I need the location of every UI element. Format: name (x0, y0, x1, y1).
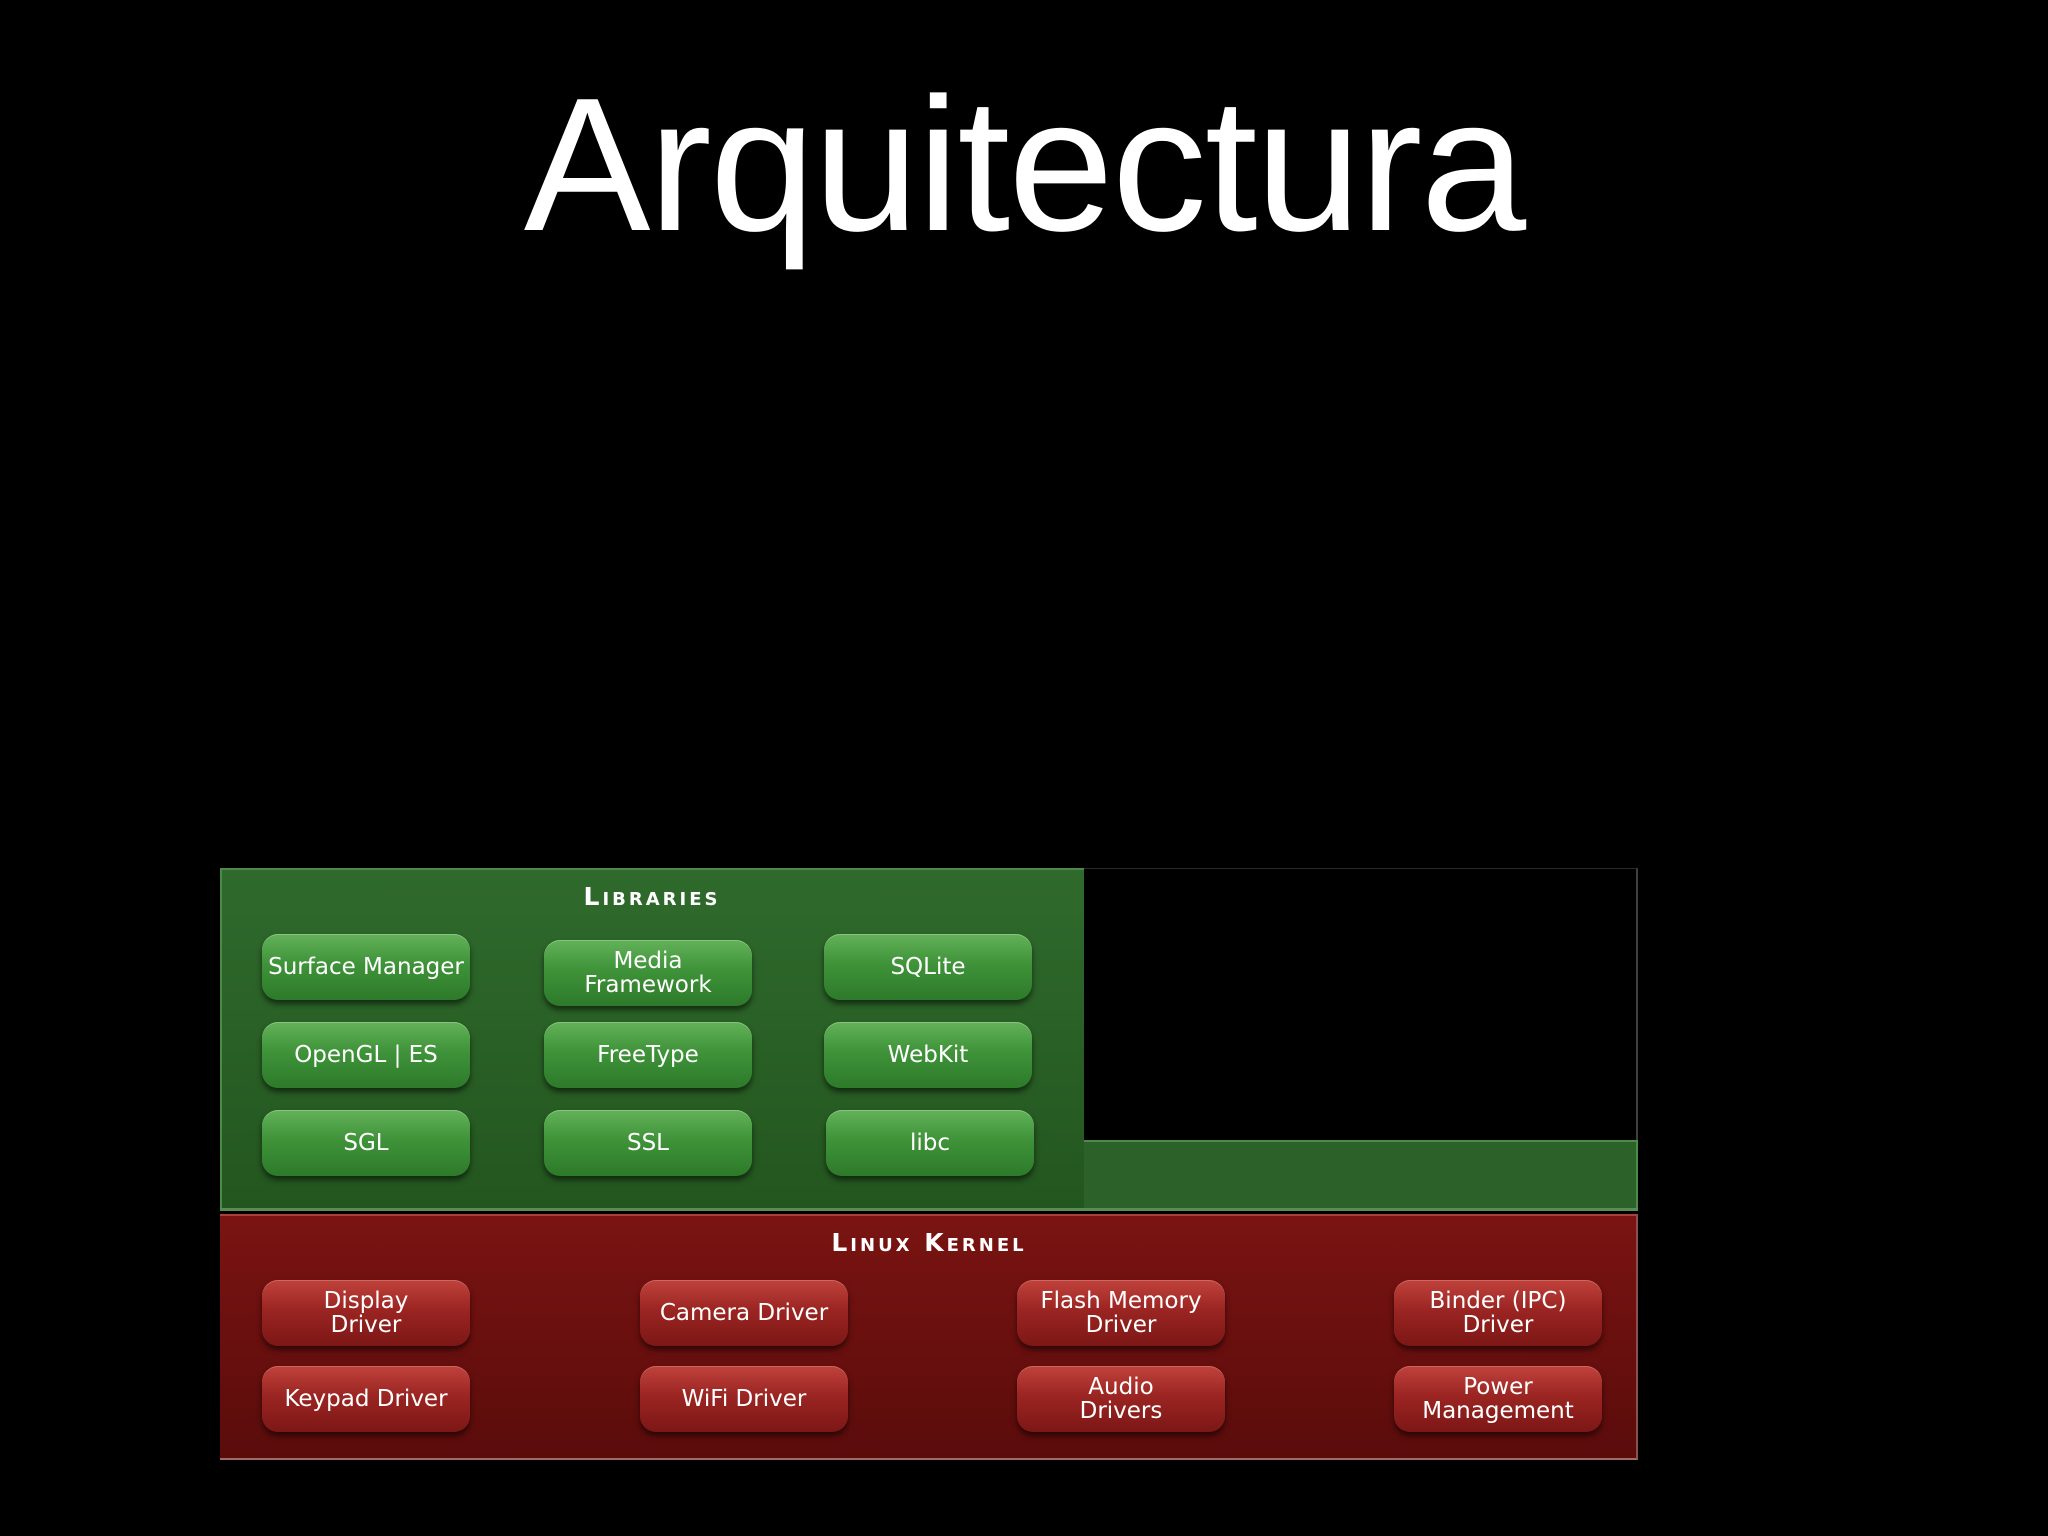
architecture-diagram: Libraries Surface Manager Media Framewor… (220, 868, 1638, 1460)
kernel-camera-driver: Camera Driver (640, 1280, 848, 1346)
libraries-layer-extension (1084, 1140, 1638, 1210)
library-sqlite: SQLite (824, 934, 1032, 1000)
library-surface-manager: Surface Manager (262, 934, 470, 1000)
library-webkit: WebKit (824, 1022, 1032, 1088)
kernel-keypad-driver: Keypad Driver (262, 1366, 470, 1432)
libraries-heading: Libraries (583, 882, 721, 911)
slide-title: Arquitectura (523, 59, 1526, 271)
library-ssl: SSL (544, 1110, 752, 1176)
linux-kernel-layer: Linux Kernel Display Driver Camera Drive… (220, 1214, 1638, 1460)
layer-divider (220, 1208, 1638, 1211)
kernel-power-management: Power Management (1394, 1366, 1602, 1432)
library-libc: libc (826, 1110, 1034, 1176)
kernel-wifi-driver: WiFi Driver (640, 1366, 848, 1432)
kernel-audio-drivers: Audio Drivers (1017, 1366, 1225, 1432)
kernel-heading: Linux Kernel (831, 1228, 1027, 1257)
library-opengl-es: OpenGL | ES (262, 1022, 470, 1088)
empty-region (1084, 868, 1638, 1140)
kernel-display-driver: Display Driver (262, 1280, 470, 1346)
library-media-framework: Media Framework (544, 940, 752, 1006)
library-sgl: SGL (262, 1110, 470, 1176)
kernel-flash-memory-driver: Flash Memory Driver (1017, 1280, 1225, 1346)
kernel-binder-ipc-driver: Binder (IPC) Driver (1394, 1280, 1602, 1346)
library-freetype: FreeType (544, 1022, 752, 1088)
